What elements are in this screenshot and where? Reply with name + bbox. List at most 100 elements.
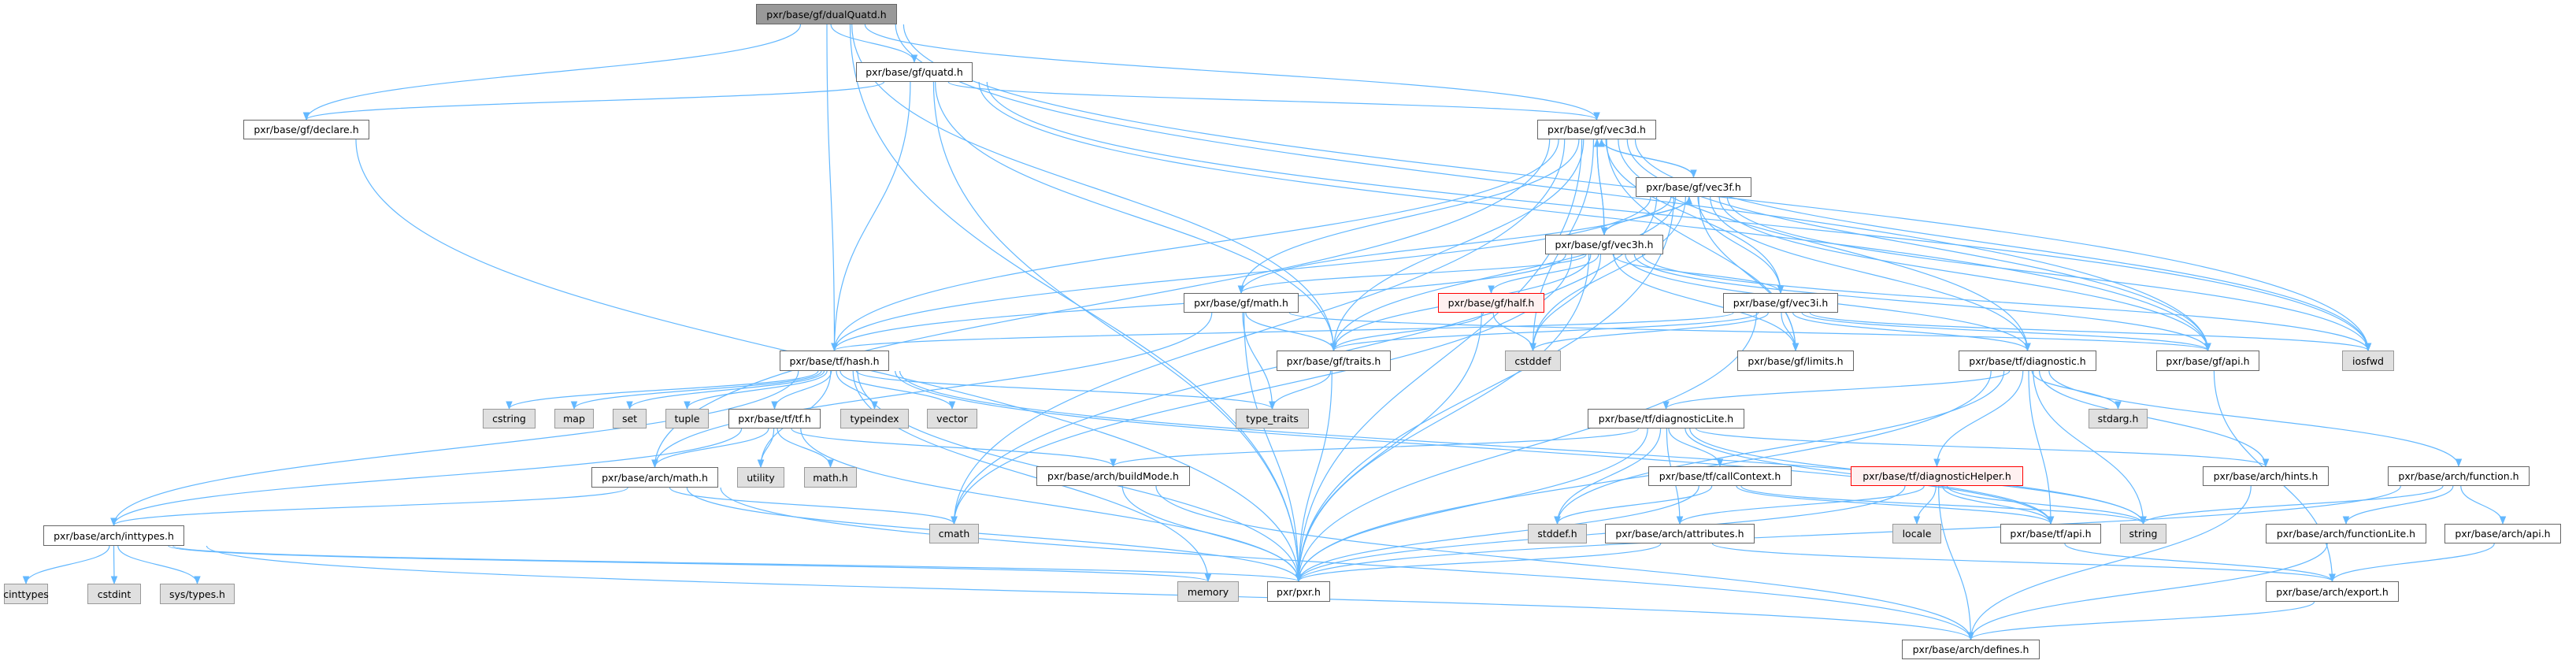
node-pxr-base-arch-buildmode-h[interactable]: pxr/base/arch/buildMode.h bbox=[1036, 466, 1190, 486]
edge-pxr-base-gf-vec3f-h-to-pxr-base-tf-diagnostic-h bbox=[1710, 196, 2031, 352]
node-pxr-base-gf-vec3f-h[interactable]: pxr/base/gf/vec3f.h bbox=[1636, 177, 1751, 197]
edge-pxr-base-tf-callcontext-h-to-string bbox=[1740, 485, 2147, 525]
edge-pxr-base-tf-hash-h-to-pxr-base-tf-api-h bbox=[895, 370, 2055, 525]
node-pxr-pxr-h[interactable]: pxr/pxr.h bbox=[1267, 581, 1330, 602]
edge-pxr-base-tf-hash-h-to-tuple bbox=[684, 370, 828, 410]
node-label: pxr/base/arch/function.h bbox=[2398, 470, 2519, 482]
node-pxr-base-arch-hints-h[interactable]: pxr/base/arch/hints.h bbox=[2203, 466, 2329, 486]
edge-pxr-base-tf-diagnostic-h-to-pxr-base-tf-diagnostichelper-h bbox=[1933, 370, 2024, 468]
edge-pxr-base-gf-quatd-h-to-pxr-base-gf-vec3d-h bbox=[947, 81, 1600, 121]
node-locale[interactable]: locale bbox=[1892, 524, 1941, 543]
node-pxr-base-gf-dualquatd-h[interactable]: pxr/base/gf/dualQuatd.h bbox=[756, 4, 897, 24]
edge-pxr-base-tf-tf-h-to-pxr-base-arch-buildmode-h bbox=[791, 428, 1117, 468]
edge-pxr-base-gf-vec3d-h-to-pxr-pxr-h bbox=[1295, 139, 1583, 583]
node-label: cmath bbox=[938, 528, 970, 540]
edge-pxr-base-gf-vec3d-h-to-pxr-base-gf-api-h bbox=[1626, 139, 2211, 352]
node-cstdint[interactable]: cstdint bbox=[87, 584, 141, 604]
edge-pxr-base-gf-vec3f-h-to-pxr-pxr-h bbox=[1295, 196, 1675, 583]
node-pxr-base-gf-half-h[interactable]: pxr/base/gf/half.h bbox=[1438, 293, 1544, 313]
node-pxr-base-gf-vec3d-h[interactable]: pxr/base/gf/vec3d.h bbox=[1537, 120, 1656, 139]
node-label: pxr/base/gf/half.h bbox=[1447, 297, 1535, 309]
node-label: pxr/base/arch/export.h bbox=[2276, 585, 2389, 598]
node-pxr-base-tf-diagnostichelper-h[interactable]: pxr/base/tf/diagnosticHelper.h bbox=[1851, 466, 2023, 486]
node-pxr-base-gf-vec3h-h[interactable]: pxr/base/gf/vec3h.h bbox=[1545, 235, 1663, 254]
node-cmath[interactable]: cmath bbox=[929, 524, 979, 543]
node-stdarg-h[interactable]: stdarg.h bbox=[2089, 409, 2148, 428]
node-label: pxr/base/gf/dualQuatd.h bbox=[766, 8, 887, 20]
node-label: pxr/base/arch/inttypes.h bbox=[54, 529, 174, 542]
edge-pxr-base-tf-hash-h-to-set bbox=[626, 370, 825, 410]
edge-pxr-base-gf-vec3d-h-to-pxr-base-tf-diagnostic-h bbox=[1618, 139, 2031, 352]
node-pxr-base-tf-tf-h[interactable]: pxr/base/tf/tf.h bbox=[728, 409, 821, 428]
node-pxr-base-arch-attributes-h[interactable]: pxr/base/arch/attributes.h bbox=[1605, 524, 1755, 543]
node-pxr-base-gf-vec3i-h[interactable]: pxr/base/gf/vec3i.h bbox=[1723, 293, 1838, 313]
node-label: utility bbox=[747, 471, 775, 484]
node-cstring[interactable]: cstring bbox=[483, 409, 536, 428]
node-label: cstring bbox=[492, 413, 526, 425]
edge-pxr-base-gf-vec3d-h-to-pxr-base-gf-vec3i-h bbox=[1605, 139, 1785, 295]
node-label: pxr/base/gf/traits.h bbox=[1286, 354, 1381, 367]
node-pxr-base-arch-math-h[interactable]: pxr/base/arch/math.h bbox=[591, 467, 718, 488]
node-label: pxr/base/gf/math.h bbox=[1194, 297, 1288, 309]
node-iosfwd[interactable]: iosfwd bbox=[2342, 351, 2394, 371]
edge-pxr-base-arch-attributes-h-to-pxr-pxr-h bbox=[1295, 543, 1662, 583]
edge-pxr-base-gf-vec3f-h-to-pxr-base-gf-vec3i-h bbox=[1697, 196, 1785, 295]
node-pxr-base-gf-quatd-h[interactable]: pxr/base/gf/quatd.h bbox=[856, 62, 973, 82]
node-pxr-base-tf-diagnosticlite-h[interactable]: pxr/base/tf/diagnosticLite.h bbox=[1588, 409, 1744, 428]
node-tuple[interactable]: tuple bbox=[665, 409, 709, 428]
node-pxr-base-gf-declare-h[interactable]: pxr/base/gf/declare.h bbox=[243, 120, 369, 139]
edge-pxr-base-gf-vec3i-h-to-pxr-base-gf-limits-h bbox=[1781, 312, 1799, 352]
node-pxr-base-tf-api-h[interactable]: pxr/base/tf/api.h bbox=[2000, 524, 2101, 543]
node-label: cstddef bbox=[1514, 354, 1551, 367]
node-string[interactable]: string bbox=[2120, 524, 2166, 543]
node-pxr-base-gf-limits-h[interactable]: pxr/base/gf/limits.h bbox=[1737, 351, 1854, 371]
edge-pxr-base-tf-hash-h-to-map bbox=[570, 370, 822, 410]
node-math-h[interactable]: math.h bbox=[804, 467, 857, 488]
node-sys-types-h[interactable]: sys/types.h bbox=[160, 584, 235, 604]
edge-pxr-base-gf-vec3h-h-to-pxr-base-gf-limits-h bbox=[1613, 254, 1799, 352]
node-pxr-base-arch-api-h[interactable]: pxr/base/arch/api.h bbox=[2444, 524, 2561, 543]
edge-pxr-base-tf-diagnostichelper-h-to-pxr-base-arch-attributes-h bbox=[1676, 485, 1925, 525]
node-cstddef[interactable]: cstddef bbox=[1505, 351, 1561, 371]
node-pxr-base-gf-math-h[interactable]: pxr/base/gf/math.h bbox=[1184, 293, 1299, 313]
edge-pxr-base-gf-quatd-h-to-pxr-base-tf-hash-h bbox=[831, 81, 911, 352]
edge-pxr-base-arch-inttypes-h-to-pxr-pxr-h bbox=[172, 545, 1302, 583]
node-pxr-base-tf-callcontext-h[interactable]: pxr/base/tf/callContext.h bbox=[1648, 466, 1792, 486]
edge-pxr-base-arch-math-h-to-cmath bbox=[669, 487, 958, 525]
node-typeindex[interactable]: typeindex bbox=[840, 409, 909, 428]
edge-pxr-base-tf-hash-h-to-pxr-base-tf-tf-h bbox=[771, 370, 832, 410]
edge-pxr-base-gf-dualquatd-h-to-pxr-base-gf-declare-h bbox=[302, 24, 802, 121]
node-vector[interactable]: vector bbox=[927, 409, 977, 428]
node-label: pxr/base/arch/buildMode.h bbox=[1047, 470, 1179, 482]
node-label: pxr/base/tf/callContext.h bbox=[1659, 470, 1781, 482]
node-utility[interactable]: utility bbox=[737, 467, 784, 488]
node-label: set bbox=[621, 413, 638, 425]
node-label: sys/types.h bbox=[169, 588, 225, 600]
node-pxr-base-arch-defines-h[interactable]: pxr/base/arch/defines.h bbox=[1902, 640, 2040, 659]
node-pxr-base-tf-diagnostic-h[interactable]: pxr/base/tf/diagnostic.h bbox=[1959, 351, 2096, 371]
node-pxr-base-gf-traits-h[interactable]: pxr/base/gf/traits.h bbox=[1277, 351, 1391, 371]
node-set[interactable]: set bbox=[613, 409, 647, 428]
node-memory[interactable]: memory bbox=[1177, 581, 1239, 602]
node-pxr-base-arch-functionlite-h[interactable]: pxr/base/arch/functionLite.h bbox=[2266, 524, 2426, 543]
edge-pxr-base-arch-math-h-to-pxr-pxr-h bbox=[686, 487, 1303, 583]
node-pxr-base-arch-export-h[interactable]: pxr/base/arch/export.h bbox=[2266, 581, 2399, 602]
node-pxr-base-tf-hash-h[interactable]: pxr/base/tf/hash.h bbox=[780, 351, 889, 371]
node-label: pxr/base/arch/attributes.h bbox=[1615, 528, 1744, 540]
node-label: pxr/base/arch/api.h bbox=[2455, 528, 2551, 540]
node-label: pxr/base/gf/declare.h bbox=[254, 124, 359, 135]
edge-pxr-base-gf-vec3i-h-to-pxr-base-tf-diagnostic-h bbox=[1792, 312, 2031, 352]
node-pxr-base-arch-inttypes-h[interactable]: pxr/base/arch/inttypes.h bbox=[43, 525, 184, 546]
node-cinttypes[interactable]: cinttypes bbox=[3, 584, 49, 604]
node-pxr-base-gf-api-h[interactable]: pxr/base/gf/api.h bbox=[2156, 351, 2259, 371]
node-map[interactable]: map bbox=[554, 409, 594, 428]
edge-pxr-base-gf-dualquatd-h-to-pxr-base-gf-traits-h bbox=[851, 24, 1337, 352]
edge-pxr-base-tf-diagnosticlite-h-to-pxr-pxr-h bbox=[1295, 428, 1648, 583]
node-stddef-h[interactable]: stddef.h bbox=[1528, 524, 1587, 543]
node-pxr-base-arch-function-h[interactable]: pxr/base/arch/function.h bbox=[2388, 466, 2530, 486]
edge-pxr-base-arch-math-h-to-pxr-base-arch-inttypes-h bbox=[110, 487, 628, 527]
node-label: pxr/base/tf/diagnosticLite.h bbox=[1598, 413, 1734, 425]
edge-pxr-base-gf-quatd-h-to-pxr-base-gf-traits-h bbox=[935, 81, 1337, 352]
node-label: memory bbox=[1187, 585, 1229, 598]
node-type-traits[interactable]: type_traits bbox=[1236, 409, 1309, 428]
